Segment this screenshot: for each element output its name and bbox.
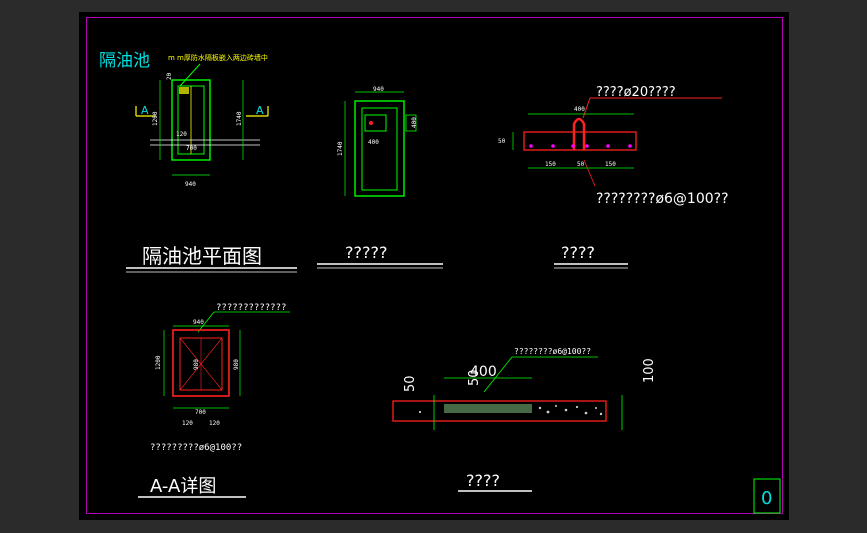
- dim-aa-980: 980: [193, 359, 200, 370]
- dim-plan-120: 120: [176, 131, 187, 138]
- drawing-frame: [86, 17, 783, 514]
- handle-detail: ????ø20???? 400 150 50 150 50 ????????ø6…: [498, 85, 729, 207]
- corner-title: 隔油池: [99, 51, 150, 71]
- dim-handle-50: 50: [577, 161, 585, 168]
- title-aa: A-A详图: [150, 476, 216, 497]
- dim-handle-150a: 150: [545, 161, 556, 168]
- note-partition: m m厚防水隔板嵌入两边砖墙中: [168, 53, 268, 62]
- label-aa-top: ?????????????: [216, 303, 286, 313]
- section-aa: ????????????? 940 700 120 120 1200 980 9…: [138, 303, 290, 498]
- label-phi20: ????ø20????: [596, 85, 676, 100]
- label-detail: ????????ø6@100??: [514, 347, 591, 356]
- drawing-sheet: [79, 12, 789, 520]
- dim-plan-700: 700: [186, 145, 197, 152]
- dim-mid-400: 400: [368, 139, 379, 146]
- dim-mid-1740: 1740: [337, 141, 344, 156]
- label-aa-bottom: ?????????ø6@100??: [150, 443, 242, 453]
- dim-handle-150b: 150: [605, 161, 616, 168]
- dim-aa-980b: 980: [233, 359, 240, 370]
- dim-mid-940: 940: [373, 86, 384, 93]
- dim-detail-400: 400: [470, 364, 497, 380]
- dim-handle-400: 400: [574, 106, 585, 113]
- dim-handle-50v: 50: [498, 138, 506, 145]
- dim-aa-1200: 1200: [155, 355, 162, 370]
- title-plan: 隔油池平面图: [142, 244, 262, 268]
- dim-plan-1740: 1740: [236, 111, 243, 126]
- dim-mid-400b: 400: [411, 117, 418, 128]
- dim-plan-20: 20: [166, 72, 173, 80]
- dim-detail-50left: 50: [403, 375, 418, 392]
- plan-view: 隔油池 m m厚防水隔板嵌入两边砖墙中 A A 940 700 120 1200…: [99, 51, 269, 188]
- title-right: ????: [561, 243, 595, 262]
- titles-row1: 隔油池平面图 ????? ????: [126, 243, 628, 273]
- label-phi6-right: ????????ø6@100??: [596, 191, 729, 207]
- title-bottom: ????: [466, 471, 500, 490]
- dim-aa-120a: 120: [182, 420, 193, 427]
- cover-plan-view: 940 400 400 1740: [337, 86, 418, 197]
- dim-plan-940: 940: [185, 181, 196, 188]
- dim-aa-120b: 120: [209, 420, 220, 427]
- dim-aa-700: 700: [195, 409, 206, 416]
- corner-number: 0: [761, 488, 772, 509]
- dim-aa-940: 940: [193, 319, 204, 326]
- dim-detail-50top: 50: [467, 369, 482, 386]
- dim-detail-100: 100: [642, 358, 657, 383]
- section-mark-left: A: [141, 104, 149, 117]
- dim-plan-1200: 1200: [152, 111, 159, 126]
- title-mid: ?????: [345, 243, 387, 262]
- section-mark-right: A: [256, 104, 264, 117]
- bottom-detail: ????????ø6@100?? 400 50 50 100 ????: [392, 347, 657, 492]
